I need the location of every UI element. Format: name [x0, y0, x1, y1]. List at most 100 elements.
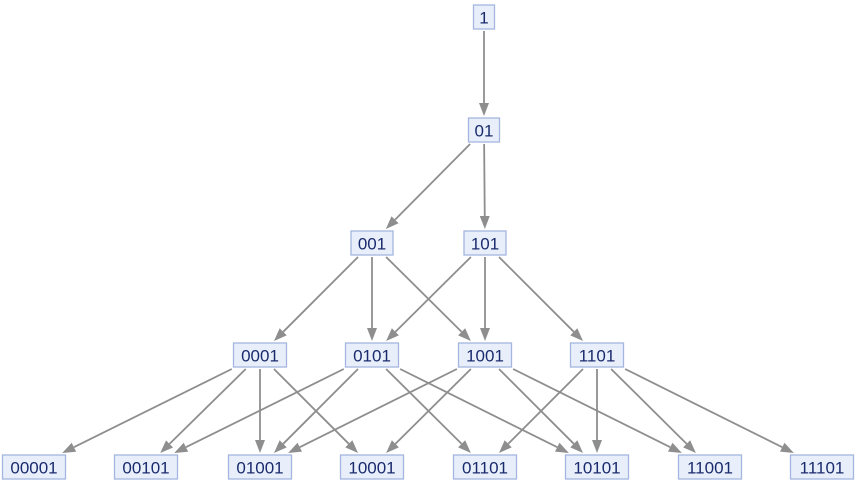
edge-1-to-01 — [479, 31, 489, 116]
arrow-head-icon — [274, 328, 287, 341]
node-box — [350, 230, 394, 256]
edge-0001-to-01001 — [255, 369, 265, 453]
edge-line — [498, 368, 575, 445]
edge-01-to-001 — [385, 143, 471, 229]
node-label: 00001 — [10, 459, 57, 478]
node-10101: 10101 — [564, 454, 630, 480]
arrow-head-icon — [386, 328, 399, 341]
node-label: 00101 — [122, 459, 169, 478]
node-1101: 1101 — [569, 342, 625, 368]
edge-line — [498, 256, 575, 333]
edge-101-to-1101 — [498, 256, 583, 341]
edge-101-to-1001 — [480, 257, 490, 341]
edge-line — [73, 368, 233, 449]
node-label: 1101 — [579, 347, 616, 366]
edge-1101-to-01101 — [499, 368, 584, 453]
edge-1001-to-10101 — [498, 368, 583, 453]
arrow-head-icon — [288, 442, 302, 453]
node-label: 01101 — [462, 459, 508, 478]
edge-0101-to-10101 — [399, 368, 569, 453]
arrow-head-icon — [570, 440, 583, 453]
node-label: 11101 — [800, 459, 845, 478]
edge-line — [512, 368, 671, 449]
edges-layer — [62, 31, 794, 453]
edge-1101-to-11101 — [624, 368, 794, 453]
node-001: 001 — [350, 230, 394, 256]
node-label: 0001 — [241, 347, 279, 366]
node-label: 10001 — [348, 459, 395, 478]
node-11101: 11101 — [789, 454, 855, 480]
edge-line — [483, 143, 486, 217]
edge-0101-to-01101 — [385, 368, 471, 453]
edge-0001-to-00001 — [62, 368, 233, 453]
edge-0001-to-00101 — [160, 368, 247, 453]
node-1001: 1001 — [457, 342, 513, 368]
arrow-head-icon — [274, 440, 287, 453]
edge-1001-to-10001 — [386, 368, 472, 453]
arrow-head-icon — [386, 440, 399, 453]
arrow-head-icon — [570, 328, 583, 341]
node-label: 01 — [475, 122, 494, 141]
node-label: 1001 — [466, 347, 504, 366]
node-box — [457, 342, 513, 368]
node-label: 0101 — [353, 347, 391, 366]
arrow-head-icon — [499, 440, 512, 453]
node-box — [467, 117, 501, 143]
node-00001: 00001 — [1, 454, 67, 480]
node-01001: 01001 — [227, 454, 293, 480]
edge-line — [624, 368, 783, 449]
arrow-head-icon — [479, 215, 490, 229]
node-01: 01 — [467, 117, 501, 143]
node-box — [113, 454, 179, 480]
edge-001-to-0001 — [274, 256, 359, 341]
node-label: 11001 — [687, 459, 733, 478]
node-label: 01001 — [236, 459, 283, 478]
edge-line — [282, 368, 359, 445]
node-01101: 01101 — [452, 454, 518, 480]
edge-line — [282, 256, 359, 333]
arrow-head-icon — [479, 103, 489, 116]
edge-line — [507, 368, 584, 445]
node-box — [232, 342, 288, 368]
edge-1001-to-11001 — [512, 368, 682, 453]
edge-line — [610, 368, 688, 445]
node-box — [789, 454, 855, 480]
node-box — [227, 454, 293, 480]
edge-001-to-0101 — [367, 257, 377, 341]
edge-line — [394, 368, 472, 445]
edge-line — [399, 368, 558, 449]
edge-line — [385, 368, 463, 445]
arrow-head-icon — [160, 440, 174, 453]
node-00101: 00101 — [113, 454, 179, 480]
node-label: 1 — [479, 9, 488, 28]
arrow-head-icon — [458, 328, 471, 341]
node-box — [569, 342, 625, 368]
node-label: 001 — [358, 235, 386, 254]
node-box — [344, 342, 400, 368]
edge-line — [273, 368, 350, 445]
edge-1101-to-11001 — [610, 368, 696, 453]
edge-0001-to-10001 — [273, 368, 358, 453]
arrow-head-icon — [683, 440, 696, 453]
node-0001: 0001 — [232, 342, 288, 368]
arrow-head-icon — [780, 442, 794, 453]
node-box — [1, 454, 67, 480]
node-10001: 10001 — [339, 454, 405, 480]
edge-line — [394, 256, 472, 333]
node-box — [564, 454, 630, 480]
arrow-head-icon — [480, 328, 490, 341]
edge-0101-to-01001 — [274, 368, 359, 453]
node-101: 101 — [463, 230, 507, 256]
arrow-head-icon — [174, 442, 189, 453]
edge-1001-to-01001 — [288, 368, 458, 453]
edge-01-to-101 — [479, 143, 490, 229]
edge-101-to-0101 — [386, 256, 472, 341]
edge-line — [185, 368, 345, 449]
arrow-head-icon — [555, 442, 569, 453]
arrow-head-icon — [345, 440, 358, 453]
node-1: 1 — [472, 4, 496, 30]
node-11001: 11001 — [677, 454, 743, 480]
edge-line — [385, 256, 463, 333]
